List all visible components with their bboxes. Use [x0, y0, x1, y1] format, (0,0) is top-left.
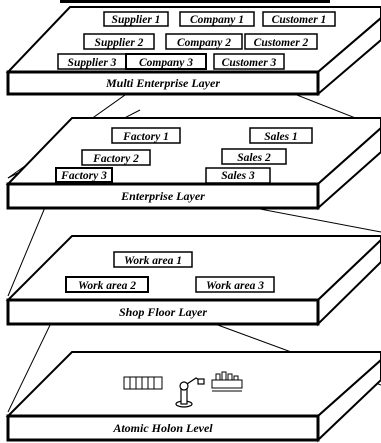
- layer-title: Atomic Holon Level: [112, 421, 213, 435]
- entity-box-factory-2: Factory 2: [81, 149, 151, 166]
- svg-text:Customer 1: Customer 1: [272, 14, 327, 26]
- svg-text:Company 2: Company 2: [177, 37, 231, 49]
- entity-box-customer-2: Customer 2: [244, 33, 318, 50]
- entity-box-factory-3: Factory 3: [55, 167, 113, 183]
- entity-box-company-1: Company 1: [179, 11, 255, 27]
- svg-text:Factory 1: Factory 1: [122, 131, 169, 143]
- plate-front: [6, 298, 320, 326]
- svg-text:Customer 2: Customer 2: [254, 37, 309, 49]
- entity-box-work-area-1: Work area 1: [113, 251, 193, 268]
- svg-text:Work area 2: Work area 2: [78, 280, 136, 292]
- enterprise-layer: Enterprise Layer Factory 1 Factory 2 Fac…: [5, 117, 381, 211]
- layer-title: Multi Enterprise Layer: [105, 76, 220, 90]
- plate-front: [6, 414, 320, 442]
- robot-arm-icon: [175, 377, 205, 408]
- conveyor-icon: [123, 376, 163, 390]
- svg-text:Work area 3: Work area 3: [206, 280, 264, 292]
- layer-title: Enterprise Layer: [120, 189, 205, 203]
- svg-text:Supplier 3: Supplier 3: [68, 57, 117, 69]
- entity-box-supplier-2: Supplier 2: [83, 33, 155, 50]
- entity-box-sales-1: Sales 1: [249, 127, 313, 144]
- svg-text:Company 1: Company 1: [190, 14, 244, 26]
- entity-box-supplier-3: Supplier 3: [57, 53, 127, 70]
- machine-tool-icon: [211, 371, 243, 392]
- svg-text:Work area 1: Work area 1: [124, 255, 182, 267]
- entity-box-work-area-2: Work area 2: [65, 276, 149, 293]
- entity-box-factory-1: Factory 1: [111, 127, 181, 144]
- entity-box-sales-2: Sales 2: [221, 148, 287, 165]
- svg-text:Factory 3: Factory 3: [60, 170, 107, 182]
- plate-top: [5, 235, 381, 301]
- multi-enterprise-layer: Multi Enterprise Layer Supplier 1 Compan…: [5, 6, 381, 97]
- svg-text:Supplier 2: Supplier 2: [95, 37, 144, 49]
- atomic-holon-layer: Atomic Holon Level: [5, 351, 381, 443]
- layer-title: Shop Floor Layer: [119, 305, 207, 319]
- entity-box-sales-3: Sales 3: [205, 167, 271, 184]
- svg-text:Sales 1: Sales 1: [264, 131, 298, 143]
- plate-top: [5, 351, 381, 417]
- svg-text:Company 3: Company 3: [139, 57, 193, 69]
- svg-text:Factory 2: Factory 2: [92, 153, 139, 165]
- entity-box-company-2: Company 2: [165, 33, 243, 50]
- shop-floor-layer: Shop Floor Layer Work area 1 Work area 2…: [5, 235, 381, 327]
- svg-text:Customer 3: Customer 3: [222, 57, 277, 69]
- entity-box-customer-3: Customer 3: [213, 53, 285, 70]
- svg-text:Sales 3: Sales 3: [221, 170, 255, 182]
- plate-front: [6, 182, 320, 210]
- entity-box-customer-1: Customer 1: [262, 11, 336, 27]
- top-cut-heading-fragment: [60, 0, 330, 3]
- svg-text:Supplier 1: Supplier 1: [112, 14, 161, 26]
- entity-box-work-area-3: Work area 3: [195, 276, 275, 293]
- svg-text:Sales 2: Sales 2: [237, 152, 271, 164]
- plate-front: [6, 70, 320, 96]
- entity-box-company-3: Company 3: [125, 53, 207, 70]
- entity-box-supplier-1: Supplier 1: [103, 11, 169, 27]
